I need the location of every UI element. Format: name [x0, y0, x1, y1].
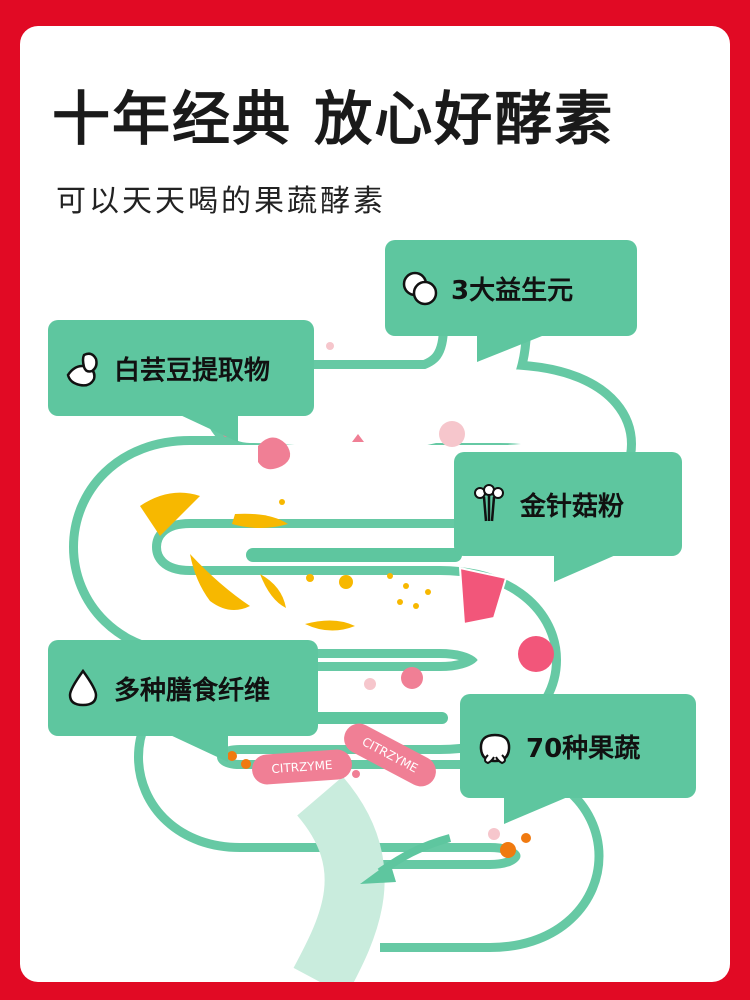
fat-particle — [305, 620, 355, 631]
bubble-tail — [504, 796, 570, 824]
pink-cell — [326, 342, 334, 350]
fat-dot — [279, 499, 285, 505]
fat-dot — [403, 583, 409, 589]
pink-cell — [488, 828, 500, 840]
water-drop-icon — [68, 668, 98, 707]
orange-dot — [500, 842, 516, 858]
poster-card: 十年经典 放心好酵素 可以天天喝的果蔬酵素 — [20, 26, 730, 982]
probiotic-circles-icon — [402, 271, 438, 306]
bean-particle — [352, 434, 364, 442]
bean-particle — [258, 437, 291, 470]
fruit-piece — [518, 636, 554, 672]
fat-particle — [232, 513, 288, 528]
fat-dot — [397, 599, 403, 605]
intestine-tail — [293, 776, 385, 982]
bubble-label: 3大益生元 — [451, 275, 574, 306]
headline: 十年经典 放心好酵素 — [52, 85, 615, 153]
bubble-label: 金针菇粉 — [520, 491, 625, 522]
tube-divider-lower — [298, 712, 448, 724]
bubble-label: 多种膳食纤维 — [114, 675, 271, 706]
orange-dot — [521, 833, 531, 843]
pink-cell — [439, 421, 465, 447]
bubble-tail — [168, 734, 228, 762]
bubble-dietary-fiber: 多种膳食纤维 — [48, 640, 318, 762]
tube-divider — [246, 548, 462, 562]
fat-dot — [425, 589, 431, 595]
sub-headline: 可以天天喝的果蔬酵素 — [56, 184, 386, 219]
pink-cell — [364, 678, 376, 690]
fruit-piece — [458, 566, 508, 626]
enoki-mushroom-icon — [474, 484, 504, 522]
orange-dot — [227, 751, 237, 761]
bubble-tail — [178, 414, 238, 442]
bubble-tail — [477, 334, 547, 362]
white-kidney-bean-icon — [66, 352, 98, 387]
fat-particle — [260, 574, 286, 608]
bubble-tail — [554, 554, 618, 582]
fat-dot — [339, 575, 353, 589]
fat-particle — [190, 554, 250, 610]
fat-dot — [387, 573, 393, 579]
bubble-label: 白芸豆提取物 — [114, 355, 271, 386]
bubble-fruits-vegetables: 70种果蔬 — [460, 694, 696, 824]
flow-arrow-head — [360, 862, 396, 884]
fat-dot — [306, 574, 314, 582]
peach-icon — [479, 733, 511, 765]
bubble-prebiotics: 3大益生元 — [385, 240, 637, 362]
fat-particle — [140, 492, 200, 536]
capsule-label: CITRZYME — [271, 757, 333, 777]
bubble-enoki-powder: 金针菇粉 — [454, 452, 682, 582]
pink-cell — [401, 667, 423, 689]
orange-dot — [241, 759, 251, 769]
pink-cell — [352, 770, 360, 778]
bubble-white-kidney-bean: 白芸豆提取物 — [48, 320, 314, 442]
bubble-label: 70种果蔬 — [526, 733, 641, 764]
fat-dot — [413, 603, 419, 609]
